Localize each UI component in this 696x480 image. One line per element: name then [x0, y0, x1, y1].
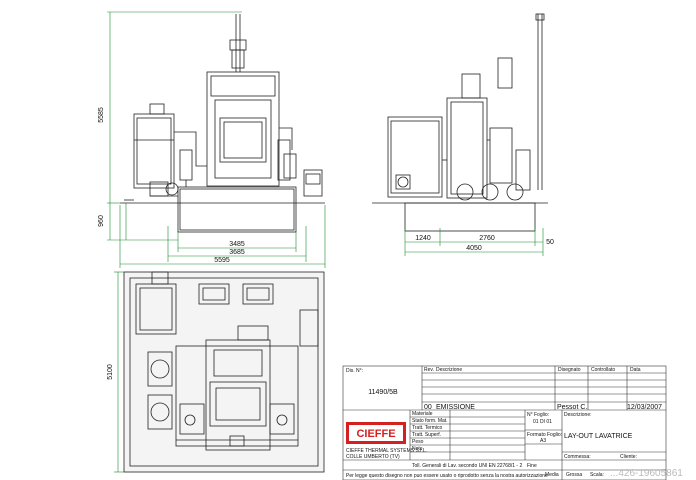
- dim-front-width-inner: 3485: [229, 241, 245, 248]
- tratt-termico-label: Tratt. Termico: [412, 425, 443, 431]
- side-view: [372, 13, 548, 232]
- scala-label: Scala:: [590, 472, 604, 478]
- tratt-superf-label: Tratt. Superf.: [412, 432, 441, 438]
- front-view: [120, 14, 325, 233]
- peso-label: Peso: [412, 439, 424, 445]
- data-label: Data: [630, 367, 641, 373]
- stato-forn-label: Stato form. Mat.: [412, 418, 448, 424]
- media-label: Media: [545, 472, 559, 478]
- descr-label: Descrizione: [436, 367, 462, 373]
- dim-front-width-outer: 5595: [214, 257, 230, 264]
- commessa-label: Commessa:: [564, 454, 591, 460]
- rev-label: Rev.: [424, 367, 434, 373]
- cieffe-logo: CIEFFE: [346, 422, 406, 444]
- footer-note: Per legge questo disegno non puo essere …: [346, 473, 548, 479]
- dim-front-height-total: 5585: [98, 107, 105, 123]
- descrizione-label: Descrizione:: [564, 412, 592, 418]
- cliente-label: Cliente:: [620, 454, 637, 460]
- n-foglio-label: N° Foglio:: [527, 412, 549, 418]
- plan-view-dimensions: [114, 271, 124, 473]
- dim-front-height-base: 960: [98, 215, 105, 227]
- side-view-dimensions: [404, 228, 544, 256]
- date: 12/03/2007: [627, 404, 662, 411]
- formato-label: Formato Foglio:: [527, 432, 562, 438]
- watermark-text: ...426-19605861: [610, 468, 683, 479]
- controllato-label: Controllato: [591, 367, 615, 373]
- dim-side-total: 4050: [466, 245, 482, 252]
- dis-label: Dis. N°:: [346, 368, 363, 374]
- company-city: COLLE UMBERTO (TV): [346, 454, 400, 460]
- n-foglio-value: 01 DI 01: [533, 419, 552, 425]
- emissione: EMISSIONE: [436, 404, 475, 411]
- dim-front-width-mid: 3685: [229, 249, 245, 256]
- dim-side-left: 1240: [415, 235, 431, 242]
- descrizione-value: LAY-OUT LAVATRICE: [564, 433, 633, 440]
- front-view-dimensions: [107, 11, 326, 268]
- tolleranze-label: Toll. Generali di Lav. secondo UNI EN 22…: [412, 463, 522, 469]
- materiale-label: Materiale: [412, 411, 433, 417]
- formato-value: A3: [540, 438, 546, 444]
- dis-value: 11490/5B: [368, 389, 398, 396]
- logo-text: CIEFFE: [356, 428, 395, 440]
- dim-plan-height: 5100: [107, 364, 114, 380]
- plan-view: [123, 271, 325, 473]
- dim-side-right: 50: [546, 239, 554, 246]
- rev-value: 00: [424, 404, 432, 411]
- author: Pessot C.: [557, 404, 587, 411]
- company-name: CIEFFE THERMAL SYSTEMS S.r.L.: [346, 448, 427, 454]
- note-label: Note: [412, 446, 423, 452]
- title-block: [342, 365, 667, 480]
- disegnato-label: Disegnato: [558, 367, 581, 373]
- dim-side-mid: 2760: [479, 235, 495, 242]
- fine-label: Fine: [527, 463, 537, 469]
- grossa-label: Grossa: [566, 472, 582, 478]
